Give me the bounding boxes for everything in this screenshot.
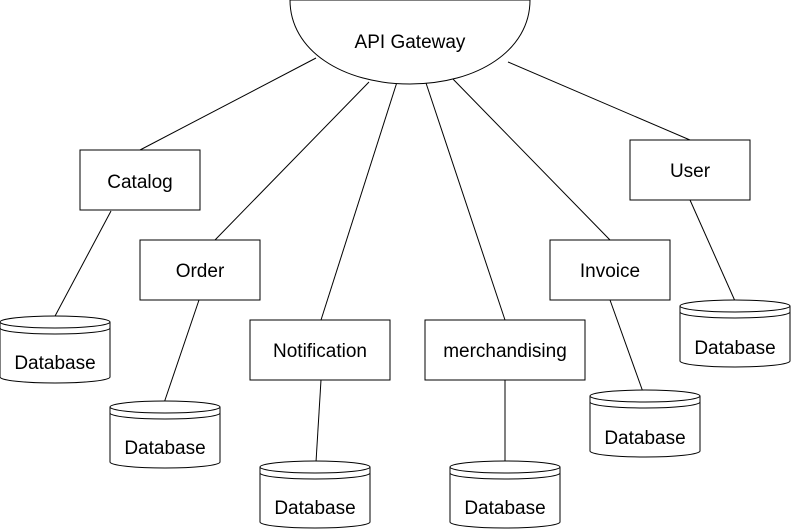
gateway-edges bbox=[139, 57, 691, 321]
db-invoice-top bbox=[589, 389, 701, 403]
database-catalog: Database bbox=[0, 315, 111, 384]
service-catalog: Catalog bbox=[79, 149, 201, 211]
catalog-box bbox=[79, 149, 201, 211]
api-gateway-label: API Gateway bbox=[355, 32, 466, 53]
service-user: User bbox=[629, 139, 751, 201]
db-merchandising-top bbox=[449, 460, 561, 474]
database-notification: Database bbox=[259, 460, 371, 529]
service-notification: Notification bbox=[249, 319, 391, 381]
db-order-label: Database bbox=[124, 438, 205, 459]
db-user-top bbox=[679, 299, 791, 313]
edge-gateway-invoice bbox=[450, 76, 611, 241]
service-invoice: Invoice bbox=[549, 239, 671, 301]
user-label: User bbox=[670, 161, 711, 182]
api-gateway-node: API Gateway bbox=[289, 0, 531, 85]
merchandising-label: merchandising bbox=[443, 341, 567, 362]
order-label: Order bbox=[176, 261, 225, 282]
edge-notification-database bbox=[315, 379, 322, 463]
db-catalog-top bbox=[0, 315, 111, 329]
db-catalog-body bbox=[0, 322, 111, 384]
order-box bbox=[139, 239, 261, 301]
db-user-body bbox=[679, 306, 791, 368]
service-order: Order bbox=[139, 239, 261, 301]
edge-gateway-catalog bbox=[139, 57, 317, 151]
db-invoice-label: Database bbox=[604, 428, 685, 449]
database-order: Database bbox=[109, 400, 221, 469]
db-notification-ring bbox=[259, 472, 371, 480]
user-box bbox=[629, 139, 751, 201]
service-merchandising: merchandising bbox=[424, 319, 586, 381]
db-order-ring bbox=[109, 412, 221, 420]
db-catalog-label: Database bbox=[14, 353, 95, 374]
edge-gateway-merchandising bbox=[424, 79, 506, 321]
db-notification-top bbox=[259, 460, 371, 474]
database-invoice: Database bbox=[589, 389, 701, 458]
edge-gateway-order bbox=[214, 81, 370, 241]
edge-gateway-user bbox=[507, 61, 691, 141]
database-edges bbox=[53, 199, 736, 463]
invoice-label: Invoice bbox=[580, 261, 640, 282]
db-merchandising-label: Database bbox=[464, 498, 545, 519]
edge-invoice-database bbox=[609, 299, 644, 393]
edge-user-database bbox=[689, 199, 736, 302]
db-catalog-ring bbox=[0, 327, 111, 335]
notification-label: Notification bbox=[273, 341, 367, 362]
db-user-ring bbox=[679, 311, 791, 319]
db-order-top bbox=[109, 400, 221, 414]
db-notification-body bbox=[259, 467, 371, 529]
catalog-label: Catalog bbox=[107, 172, 173, 193]
edge-order-database bbox=[163, 299, 200, 404]
db-user-label: Database bbox=[694, 338, 775, 359]
database-user: Database bbox=[679, 299, 791, 368]
db-invoice-ring bbox=[589, 401, 701, 409]
db-notification-label: Database bbox=[274, 498, 355, 519]
db-invoice-body bbox=[589, 396, 701, 458]
merchandising-box bbox=[424, 319, 586, 381]
edge-catalog-database bbox=[53, 210, 112, 319]
database-merchandising: Database bbox=[449, 460, 561, 529]
edge-gateway-notification bbox=[320, 81, 398, 321]
db-merchandising-ring bbox=[449, 472, 561, 480]
api-gateway-shape bbox=[289, 0, 531, 85]
db-order-body bbox=[109, 407, 221, 469]
invoice-box bbox=[549, 239, 671, 301]
notification-box bbox=[249, 319, 391, 381]
db-merchandising-body bbox=[449, 467, 561, 529]
